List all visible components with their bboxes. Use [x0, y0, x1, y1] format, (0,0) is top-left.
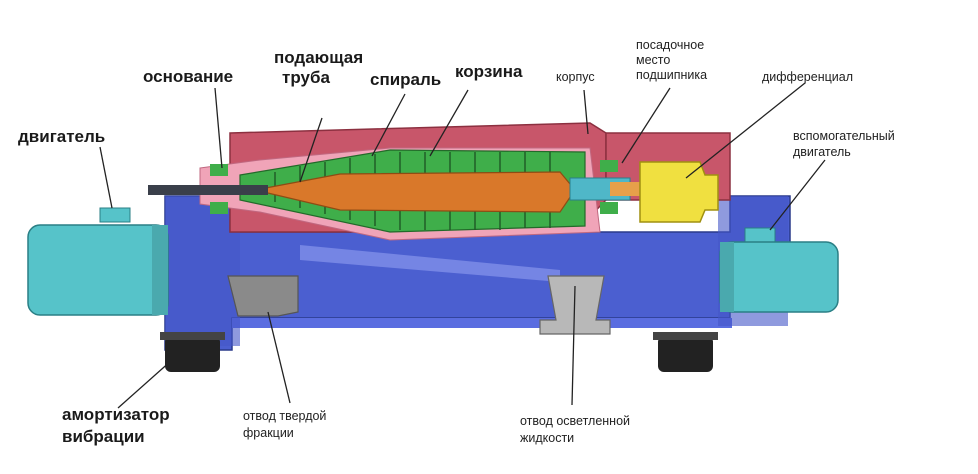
label-bowl: корзина: [455, 62, 523, 81]
label-aux-motor-2: двигатель: [793, 145, 851, 159]
differential-unit: [639, 161, 719, 223]
label-base: основание: [143, 67, 234, 86]
vibration-dampers: [160, 332, 718, 372]
label-feed-tube-2: труба: [282, 68, 330, 87]
label-feed-tube-1: подающая: [274, 48, 364, 67]
label-differential: дифференциал: [762, 70, 853, 84]
label-solid-outlet-1: отвод твердой: [243, 409, 327, 423]
label-bearing-seat-3: подшипника: [636, 68, 708, 82]
leader-lines: [99, 82, 826, 409]
label-liquid-outlet-1: отвод осветленной: [520, 414, 631, 428]
label-liquid-outlet-2: жидкости: [520, 431, 575, 445]
label-screw: спираль: [370, 70, 442, 89]
label-housing: корпус: [556, 70, 595, 84]
label-solid-outlet-2: фракции: [243, 426, 294, 440]
main-motor: [27, 207, 169, 316]
auxiliary-motor: [719, 227, 839, 313]
label-aux-motor-1: вспомогательный: [793, 129, 895, 143]
feed-tube: [148, 185, 268, 195]
label-damper-2: вибрации: [62, 427, 145, 446]
label-bearing-seat-2: место: [636, 53, 671, 67]
label-bearing-seat-1: посадочное: [636, 38, 705, 52]
machine-frame: [164, 195, 791, 351]
label-motor: двигатель: [18, 127, 106, 146]
label-damper-1: амортизатор: [62, 405, 170, 424]
solid-outlet: [227, 275, 299, 317]
